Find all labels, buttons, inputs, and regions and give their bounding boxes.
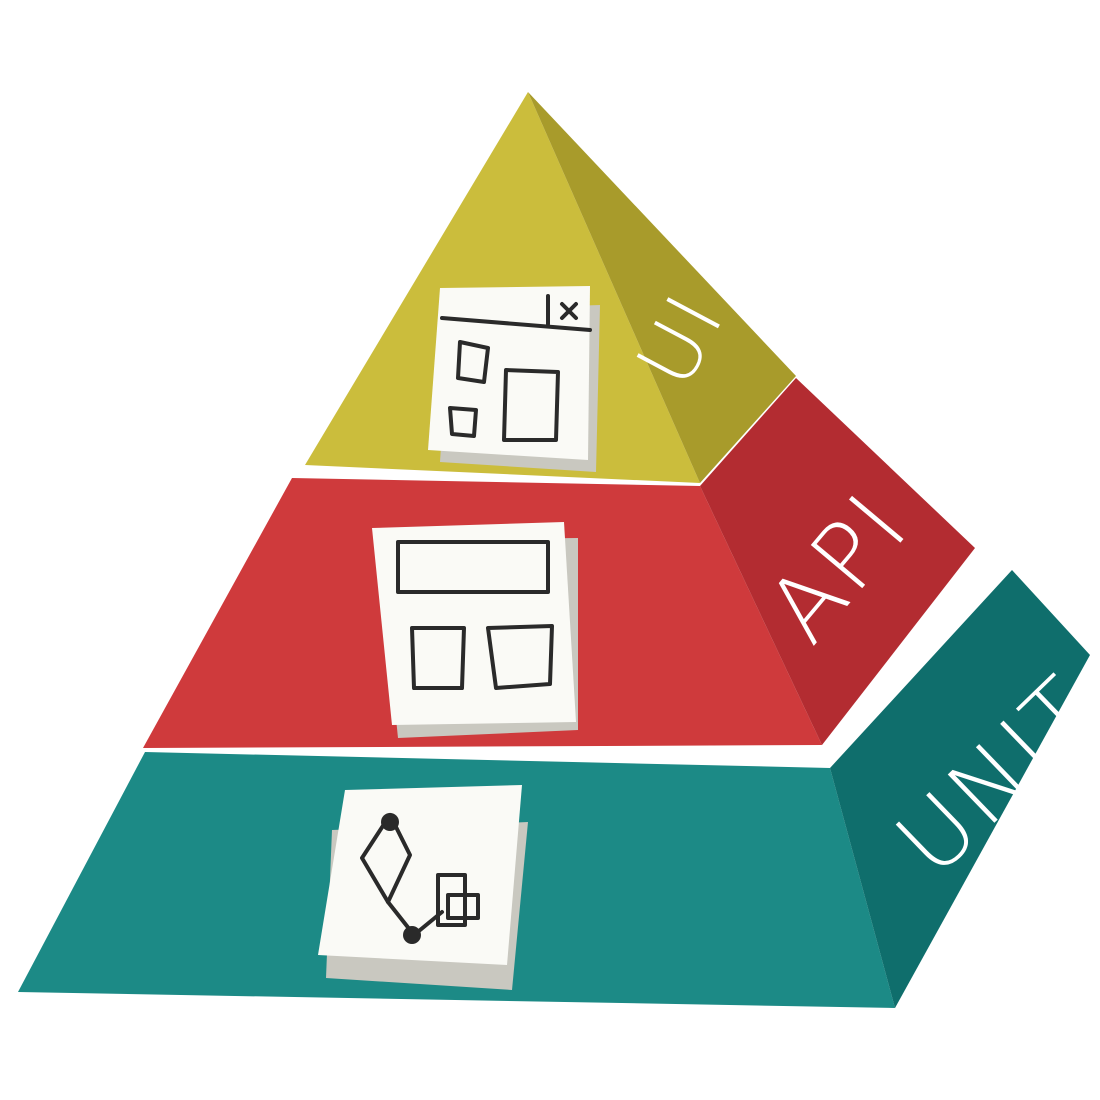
window-icon xyxy=(428,286,600,472)
layout-icon xyxy=(372,522,578,738)
tier-ui-side xyxy=(528,92,796,483)
tier-unit-side xyxy=(830,570,1090,1008)
tier-api: API xyxy=(143,378,975,748)
flow-icon xyxy=(318,785,528,990)
tier-unit: UNIT xyxy=(18,570,1100,1008)
tier-api-side xyxy=(700,378,975,745)
tier-ui: UI xyxy=(305,92,796,483)
